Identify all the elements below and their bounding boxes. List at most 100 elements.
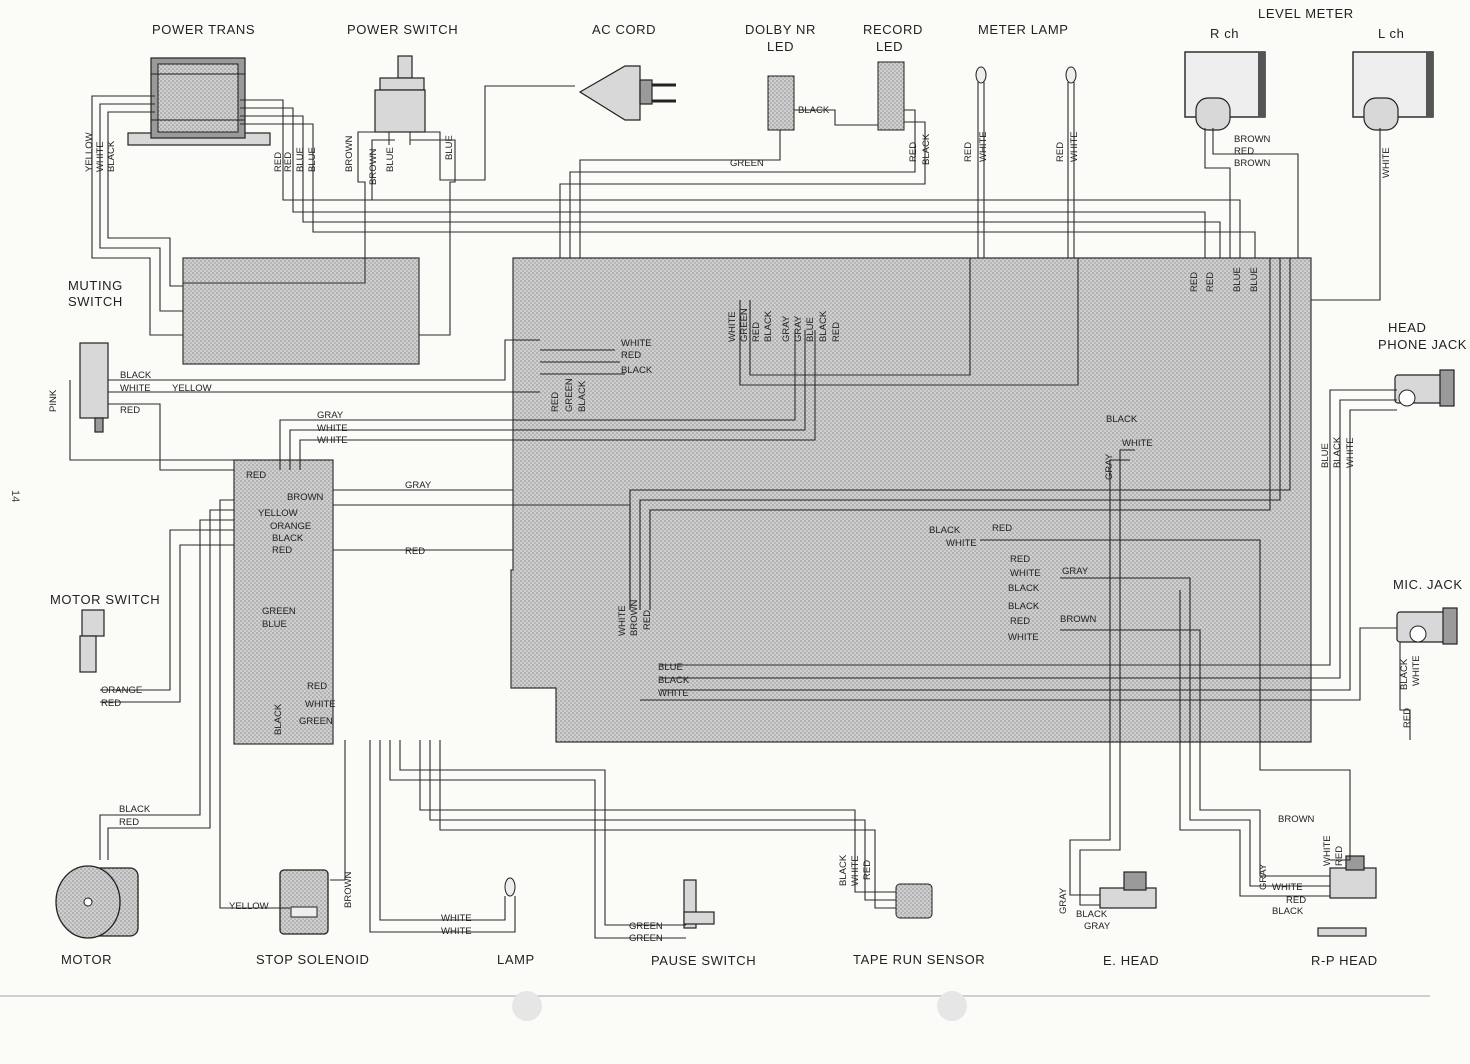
wire-label: BLACK: [763, 310, 774, 342]
rch-label: R ch: [1210, 26, 1239, 41]
muting-switch-label-2: SWITCH: [68, 294, 123, 309]
wire-label: BLUE: [1249, 267, 1260, 292]
wire-label: BLUE: [805, 317, 816, 342]
wire-label: RED: [550, 392, 561, 412]
wire-label: BLACK: [818, 310, 829, 342]
wire-label: RED: [1286, 895, 1306, 906]
wire-label: BROWN: [1234, 134, 1271, 145]
wire-label: RED: [1189, 272, 1200, 292]
wire-label: BLUE: [262, 619, 287, 630]
wire-label: ORANGE: [101, 685, 142, 696]
wire-label: BLUE: [1232, 267, 1243, 292]
wire-label: BLUE: [295, 147, 306, 172]
wire-label: WHITE: [850, 855, 861, 886]
mic-jack-icon: [1396, 607, 1458, 645]
wire-label: RED: [405, 546, 425, 557]
wire-label: RED: [307, 681, 327, 692]
record-led-icon: [877, 61, 905, 131]
level-meter-r-icon: [1184, 51, 1266, 131]
wire-label: BLACK: [120, 370, 152, 381]
wire-label: WHITE: [1008, 632, 1039, 643]
wire-label: GRAY: [405, 480, 432, 491]
wire-label: ORANGE: [270, 521, 311, 532]
wire-label: BLACK: [838, 854, 849, 886]
wire-label: WHITE: [617, 605, 628, 636]
wire-label: RED: [992, 523, 1012, 534]
wire-label: BLACK: [106, 140, 117, 172]
pause-switch-label: PAUSE SWITCH: [651, 953, 756, 968]
wire-label: RED: [120, 405, 140, 416]
wire-label: GRAY: [781, 315, 792, 342]
wiring: [69, 82, 1411, 939]
headphone-jack-icon: [1394, 369, 1455, 407]
ac-plug-icon: [578, 65, 676, 121]
wire-label: GRAY: [1084, 921, 1111, 932]
wire-label: WHITE: [441, 913, 472, 924]
motor-icon: [55, 865, 139, 939]
meter-lamp-label: METER LAMP: [978, 22, 1069, 37]
wire-label: GRAY: [1258, 863, 1269, 890]
wire-label: GREEN: [629, 933, 663, 944]
stop-solenoid-label: STOP SOLENOID: [256, 952, 370, 967]
muting-switch-icon: [79, 342, 109, 433]
wire-label: YELLOW: [229, 901, 269, 912]
wire-label: GRAY: [1104, 453, 1115, 480]
wire-label: RED: [621, 350, 641, 361]
wire-label: BLUE: [385, 147, 396, 172]
motor-switch-label: MOTOR SWITCH: [50, 592, 160, 607]
wire-label: BLACK: [273, 703, 284, 735]
meter-lamp-icon: [975, 66, 1077, 84]
wire-label: RED: [272, 545, 292, 556]
wire-label: WHITE: [1411, 655, 1422, 686]
wire-label: BLACK: [1008, 601, 1040, 612]
wire-label: BROWN: [368, 148, 379, 185]
wire-label: RED: [119, 817, 139, 828]
wire-label: RED: [1334, 846, 1345, 866]
power-trans-label: POWER TRANS: [152, 22, 255, 37]
wire-label: BROWN: [1234, 158, 1271, 169]
wire-label: BLACK: [921, 133, 932, 165]
wire-label: BROWN: [343, 871, 354, 908]
rp-head-label: R-P HEAD: [1311, 953, 1378, 968]
wire-label: BLACK: [1106, 414, 1138, 425]
power-transformer-icon: [127, 57, 271, 146]
wire-label: BLACK: [1399, 658, 1410, 690]
lamp-icon: [504, 877, 516, 897]
wire-label: WHITE: [1122, 438, 1153, 449]
wire-label: RED: [831, 322, 842, 342]
mic-jack-label: MIC. JACK: [1393, 577, 1463, 592]
wire-label: RED: [1205, 272, 1216, 292]
wire-label: WHITE: [727, 311, 738, 342]
wire-label: RED: [1010, 554, 1030, 565]
power-switch-label: POWER SWITCH: [347, 22, 458, 37]
wire-label: BLACK: [577, 380, 588, 412]
wire-label: GREEN: [564, 378, 575, 412]
wire-label: WHITE: [95, 141, 106, 172]
wire-label: RED: [1010, 616, 1030, 627]
wire-label: WHITE: [978, 131, 989, 162]
wire-label: GREEN: [299, 716, 333, 727]
dolby-nr-label-1: DOLBY NR: [745, 22, 816, 37]
wire-label: RED: [246, 470, 266, 481]
wire-label: RED: [1055, 142, 1066, 162]
wire-label: RED: [101, 698, 121, 709]
wire-label: YELLOW: [84, 132, 95, 172]
wire-label: BLACK: [1272, 906, 1304, 917]
binder-hole: [937, 991, 967, 1021]
wire-label: BLACK: [798, 105, 830, 116]
level-meter-label: LEVEL METER: [1258, 6, 1354, 21]
wire-label: GRAY: [1058, 887, 1069, 914]
pause-switch-icon: [683, 879, 715, 929]
tape-run-sensor-icon: [895, 883, 933, 919]
wire-label: BLUE: [444, 135, 455, 160]
wire-label: WHITE: [621, 338, 652, 349]
wire-label: BLUE: [307, 147, 318, 172]
wire-label: RED: [642, 610, 653, 630]
wire-label: BROWN: [1278, 814, 1315, 825]
wire-label: WHITE: [1381, 147, 1392, 178]
wire-label: BLACK: [272, 533, 304, 544]
wire-label: WHITE: [317, 435, 348, 446]
wire-label: WHITE: [1069, 131, 1080, 162]
